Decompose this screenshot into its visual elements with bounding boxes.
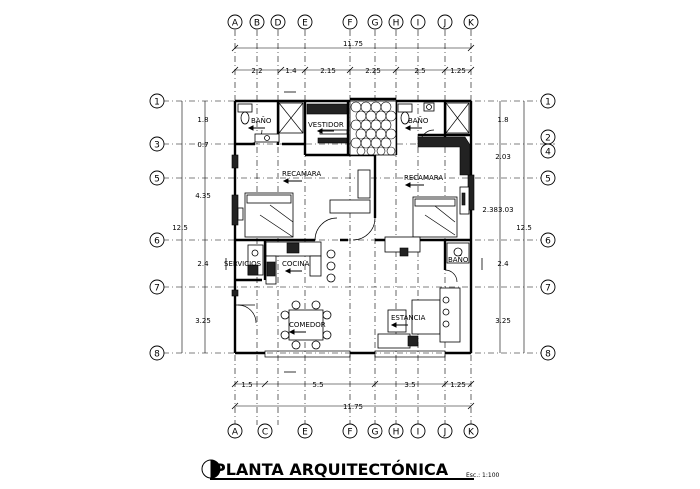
dim-left: 3.25 — [195, 317, 211, 325]
room-label-estancia: ESTANCIA — [391, 314, 426, 322]
axis-right-label: 6 — [545, 237, 551, 247]
bottom-axis-bubbles: A C E F G H I J K — [227, 423, 479, 439]
axis-right-label: 1 — [545, 98, 551, 108]
dining-furniture — [280, 300, 332, 350]
dim-top: 2.25 — [365, 67, 381, 75]
dim-left: 0.7 — [197, 141, 208, 149]
axis-bottom-label: E — [302, 428, 308, 438]
bottom-dimensions: 1.5 5.5 3.5 1.25 11.75 — [231, 380, 475, 411]
dim-left: 2.4 — [197, 260, 209, 268]
room-label-bano-right: BAÑO — [408, 116, 429, 125]
dim-top: 2.2 — [251, 67, 262, 75]
room-label-bano-small: BAÑO — [448, 255, 469, 264]
plan-scale: Esc.: 1:100 — [466, 472, 500, 479]
axis-bottom-label: A — [232, 428, 239, 438]
left-dimensions: 12.5 1.8 0.7 4.35 2.4 3.25 — [172, 101, 211, 353]
axis-bottom-label: J — [443, 428, 447, 438]
dim-right: 2.03 — [495, 153, 511, 161]
plan-title: PLANTA ARQUITECTÓNICA — [214, 460, 449, 479]
top-dimensions: 11.75 2.2 1.4 2.15 2.25 2.5 1.25 — [231, 40, 475, 75]
axis-top-label: G — [372, 19, 379, 29]
axis-left-label: 5 — [154, 175, 160, 185]
axis-bottom-label: I — [417, 428, 420, 438]
patio-tiles — [349, 100, 397, 156]
axis-top-label: H — [393, 19, 400, 29]
room-labels: BAÑO VESTIDOR BAÑO RECAMARA RECAMARA SER… — [224, 116, 469, 329]
room-label-cocina: COCINA — [282, 260, 310, 268]
dim-right-total: 12.5 — [516, 224, 532, 232]
dim-top: 2.5 — [414, 67, 425, 75]
axis-right-label: 7 — [545, 284, 551, 294]
bathroom-left-fixtures — [237, 102, 304, 143]
dim-bottom-total: 11.75 — [343, 403, 363, 411]
room-label-servicios: SERVICIOS — [224, 260, 262, 268]
axis-top-label: E — [302, 19, 308, 29]
dim-left: 4.35 — [195, 192, 211, 200]
dim-left: 1.8 — [197, 116, 208, 124]
dim-top-total: 11.75 — [343, 40, 363, 48]
room-label-comedor: COMEDOR — [289, 321, 326, 329]
right-axis-bubbles: 1 2 4 5 6 7 8 — [540, 93, 556, 361]
drawing-title: PLANTA ARQUITECTÓNICA Esc.: 1:100 — [201, 459, 500, 480]
dim-right: 2.4 — [497, 260, 509, 268]
left-axis-bubbles: 1 3 5 6 7 8 — [149, 93, 165, 361]
kitchen-furniture — [247, 241, 336, 285]
axis-left-label: 3 — [154, 141, 160, 151]
axis-bottom-label: H — [393, 428, 400, 438]
axis-top-label: D — [275, 19, 282, 29]
axis-left-label: 7 — [154, 284, 160, 294]
room-label-recamara-right: RECAMARA — [404, 174, 443, 182]
dim-bottom: 3.5 — [404, 381, 415, 389]
axis-bottom-label: K — [468, 428, 475, 438]
axis-top-label: I — [417, 19, 420, 29]
axis-top-label: J — [443, 19, 447, 29]
axis-bottom-label: F — [347, 428, 352, 438]
dim-bottom: 5.5 — [312, 381, 323, 389]
dim-bottom: 1.5 — [241, 381, 252, 389]
left-bedroom-furniture — [237, 169, 371, 238]
axis-top-label: A — [232, 19, 239, 29]
dim-top: 1.4 — [285, 67, 297, 75]
living-furniture — [377, 236, 470, 349]
axis-bottom-label: C — [262, 428, 268, 438]
axis-right-label: 2 — [545, 134, 551, 144]
axis-left-label: 1 — [154, 98, 160, 108]
dim-bottom: 1.25 — [450, 381, 466, 389]
room-label-bano-left: BAÑO — [251, 116, 272, 125]
right-dimensions: 1.8 2.03 2.383.03 2.4 3.25 12.5 — [482, 101, 532, 353]
axis-right-label: 4 — [545, 148, 551, 158]
axis-bottom-label: G — [372, 428, 379, 438]
room-label-recamara-left: RECAMARA — [282, 170, 321, 178]
bathroom-right-fixtures — [397, 102, 471, 176]
axis-left-label: 8 — [154, 350, 160, 360]
top-axis-bubbles: A B D E F G H I J K — [227, 14, 479, 30]
right-bedroom-furniture — [412, 186, 470, 238]
dim-right: 1.8 — [497, 116, 508, 124]
axis-right-label: 5 — [545, 175, 551, 185]
axis-top-label: F — [347, 19, 352, 29]
section-marks — [225, 91, 483, 373]
axis-right-label: 8 — [545, 350, 551, 360]
dim-right: 2.383.03 — [482, 206, 513, 214]
level-arrows — [247, 125, 424, 335]
axis-top-label: B — [254, 19, 260, 29]
dim-top: 1.25 — [450, 67, 466, 75]
room-label-vestidor: VESTIDOR — [308, 121, 344, 129]
axis-left-label: 6 — [154, 237, 160, 247]
dim-top: 2.15 — [320, 67, 336, 75]
dim-left-total: 12.5 — [172, 224, 188, 232]
dim-right: 3.25 — [495, 317, 511, 325]
axis-top-label: K — [468, 19, 475, 29]
